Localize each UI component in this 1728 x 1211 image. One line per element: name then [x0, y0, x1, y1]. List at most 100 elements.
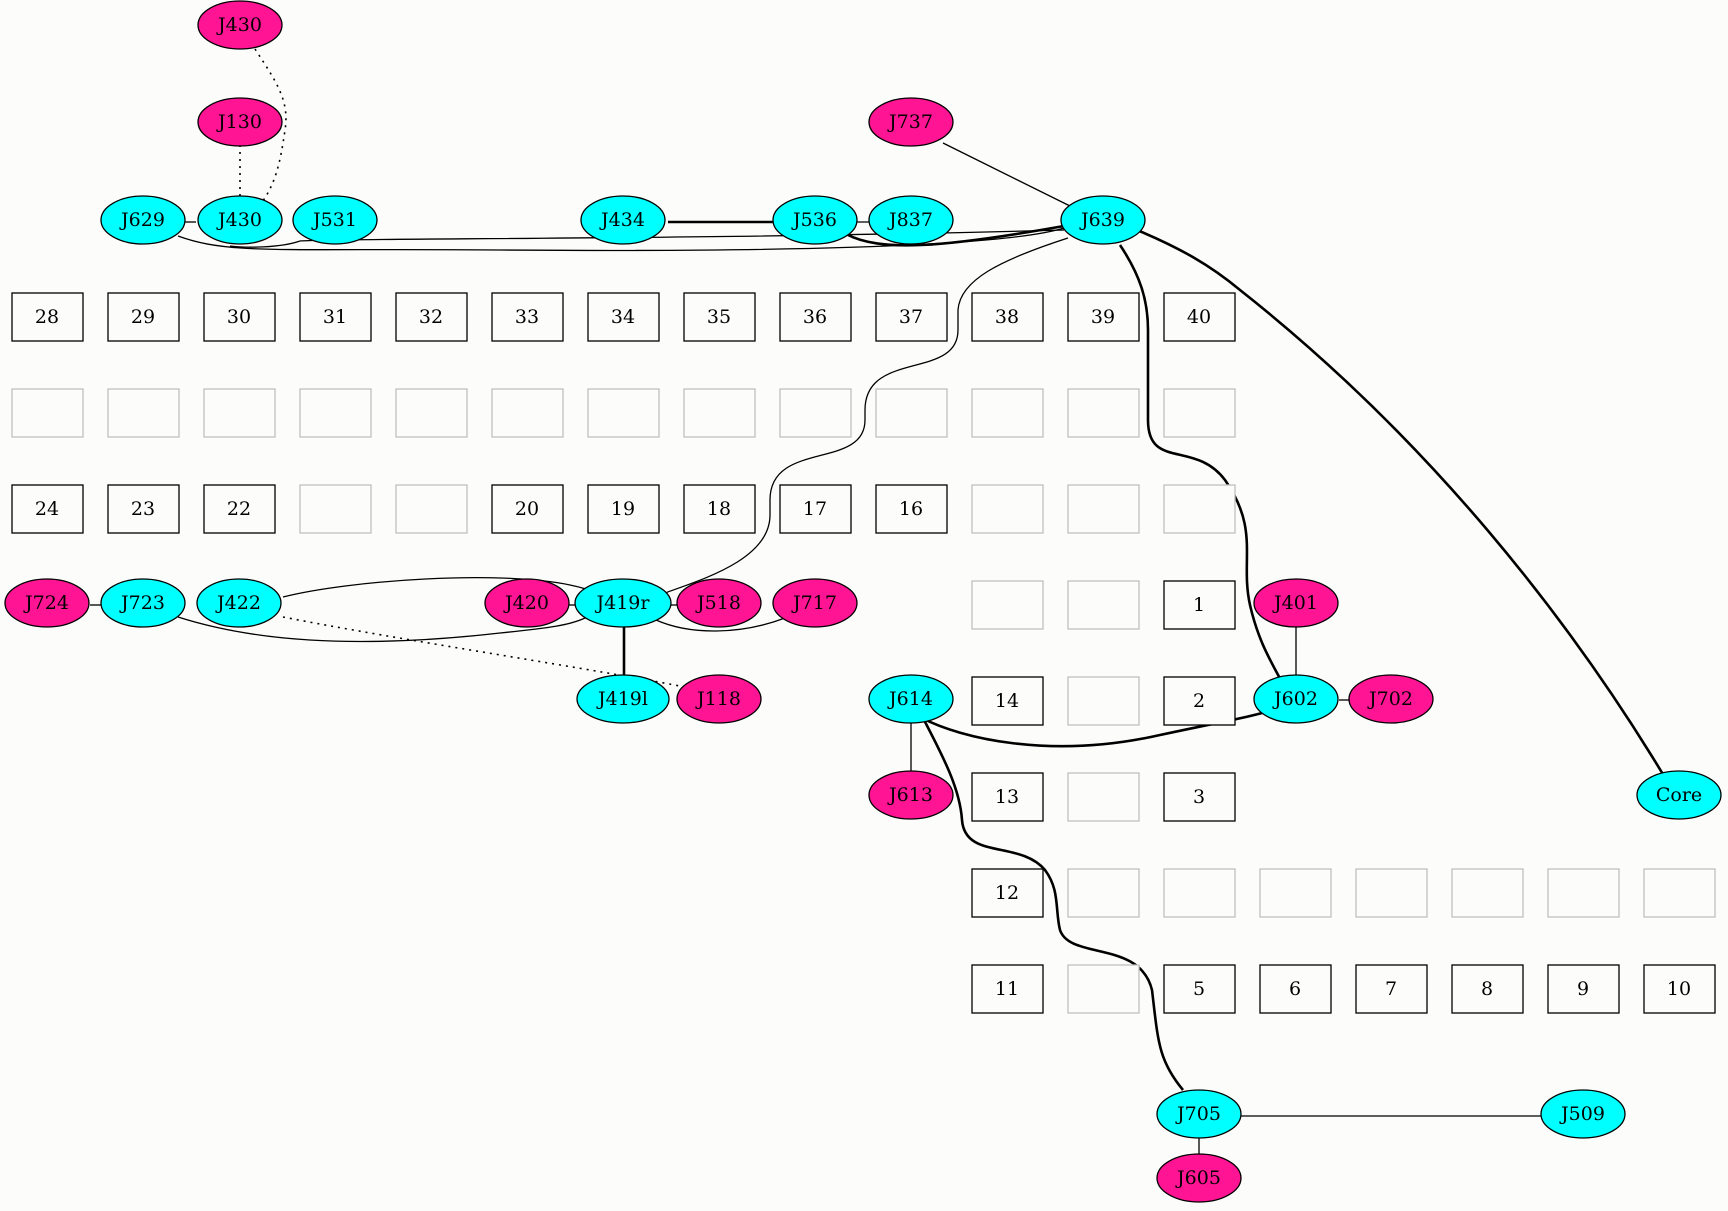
- box-22: 22: [203, 484, 276, 534]
- node-core[interactable]: Core: [1636, 770, 1722, 820]
- empty-box: [107, 388, 180, 438]
- empty-box: [11, 388, 84, 438]
- node-j614[interactable]: J614: [868, 674, 954, 724]
- node-j430-top[interactable]: J430: [197, 0, 283, 50]
- box-32: 32: [395, 292, 468, 342]
- box-label: 23: [131, 498, 155, 520]
- node-label: J737: [887, 111, 933, 133]
- box-11: 11: [971, 964, 1044, 1014]
- node-j837[interactable]: J837: [868, 195, 954, 245]
- empty-box: [395, 484, 468, 534]
- node-j737[interactable]: J737: [868, 97, 954, 147]
- box-35: 35: [683, 292, 756, 342]
- box-label: 1: [1193, 594, 1205, 616]
- nodes: J430 J130 J737 J629 J430 J531 J434 J536 …: [4, 0, 1722, 1203]
- node-j536[interactable]: J536: [772, 195, 858, 245]
- node-label: J401: [1272, 592, 1318, 614]
- box-label: 5: [1193, 978, 1205, 1000]
- node-j419l[interactable]: J419l: [576, 674, 670, 724]
- box-38: 38: [971, 292, 1044, 342]
- edge-j536-j639: [845, 224, 1065, 247]
- box-34: 34: [587, 292, 660, 342]
- node-label: J419r: [595, 592, 651, 614]
- node-j705[interactable]: J705: [1156, 1089, 1242, 1139]
- box-label: 28: [35, 306, 59, 328]
- box-31: 31: [299, 292, 372, 342]
- box-label: 18: [707, 498, 731, 520]
- node-j702[interactable]: J702: [1348, 674, 1434, 724]
- box-39: 39: [1067, 292, 1140, 342]
- node-j118[interactable]: J118: [676, 674, 762, 724]
- empty-box: [1067, 772, 1140, 822]
- empty-box: [1643, 868, 1716, 918]
- node-j419r[interactable]: J419r: [574, 578, 672, 628]
- node-label: J518: [695, 592, 741, 614]
- empty-box: [1067, 676, 1140, 726]
- box-label: 37: [899, 306, 923, 328]
- node-j430[interactable]: J430: [197, 195, 283, 245]
- empty-box: [971, 580, 1044, 630]
- node-label: J430: [216, 14, 262, 36]
- empty-box: [1067, 388, 1140, 438]
- empty-box: [299, 388, 372, 438]
- box-5: 5: [1163, 964, 1236, 1014]
- empty-box: [491, 388, 564, 438]
- box-label: 9: [1577, 978, 1589, 1000]
- empty-box: [1163, 868, 1236, 918]
- node-j613[interactable]: J613: [868, 770, 954, 820]
- node-j434[interactable]: J434: [580, 195, 666, 245]
- node-label: J717: [791, 592, 837, 614]
- node-j629[interactable]: J629: [100, 195, 186, 245]
- node-j639[interactable]: J639: [1060, 195, 1146, 245]
- node-j401[interactable]: J401: [1253, 578, 1339, 628]
- empty-box: [971, 484, 1044, 534]
- box-label: 3: [1193, 786, 1205, 808]
- empty-box: [1067, 964, 1140, 1014]
- empty-box: [683, 388, 756, 438]
- empty-box: [1163, 484, 1236, 534]
- node-j420[interactable]: J420: [484, 578, 570, 628]
- node-j602[interactable]: J602: [1253, 674, 1339, 724]
- edge-j430top-j430: [254, 48, 287, 206]
- node-j509[interactable]: J509: [1540, 1089, 1626, 1139]
- box-label: 6: [1289, 978, 1301, 1000]
- box-7: 7: [1355, 964, 1428, 1014]
- empty-box: [1067, 580, 1140, 630]
- edge-j737-j639: [942, 142, 1073, 208]
- node-j723[interactable]: J723: [100, 578, 186, 628]
- box-label: 20: [515, 498, 539, 520]
- box-label: 32: [419, 306, 443, 328]
- box-label: 11: [995, 978, 1019, 1000]
- node-j518[interactable]: J518: [676, 578, 762, 628]
- empty-box: [299, 484, 372, 534]
- empty-box: [1163, 388, 1236, 438]
- edge-j639-core: [1136, 228, 1666, 777]
- boxes: 28 29 30 31 32 33 34 35 36 37 38 39 40: [11, 292, 1716, 1014]
- node-label: J602: [1272, 688, 1318, 710]
- node-j717[interactable]: J717: [772, 578, 858, 628]
- box-label: 29: [131, 306, 155, 328]
- node-j130[interactable]: J130: [197, 97, 283, 147]
- node-j724[interactable]: J724: [4, 578, 90, 628]
- box-28: 28: [11, 292, 84, 342]
- node-label: J837: [887, 209, 933, 231]
- box-20: 20: [491, 484, 564, 534]
- node-j531[interactable]: J531: [292, 195, 378, 245]
- node-label: J509: [1559, 1103, 1605, 1125]
- edge-j639-j419r: [664, 237, 1069, 594]
- node-label: J118: [695, 688, 741, 710]
- box-label: 39: [1091, 306, 1115, 328]
- empty-box: [1067, 484, 1140, 534]
- empty-box: [587, 388, 660, 438]
- node-label: J531: [311, 209, 357, 231]
- box-label: 36: [803, 306, 827, 328]
- node-label: J614: [887, 688, 933, 710]
- box-37: 37: [875, 292, 948, 342]
- node-label: J420: [503, 592, 549, 614]
- box-label: 30: [227, 306, 251, 328]
- node-j605[interactable]: J605: [1156, 1153, 1242, 1203]
- box-40: 40: [1163, 292, 1236, 342]
- node-j422[interactable]: J422: [196, 578, 282, 628]
- box-label: 31: [323, 306, 347, 328]
